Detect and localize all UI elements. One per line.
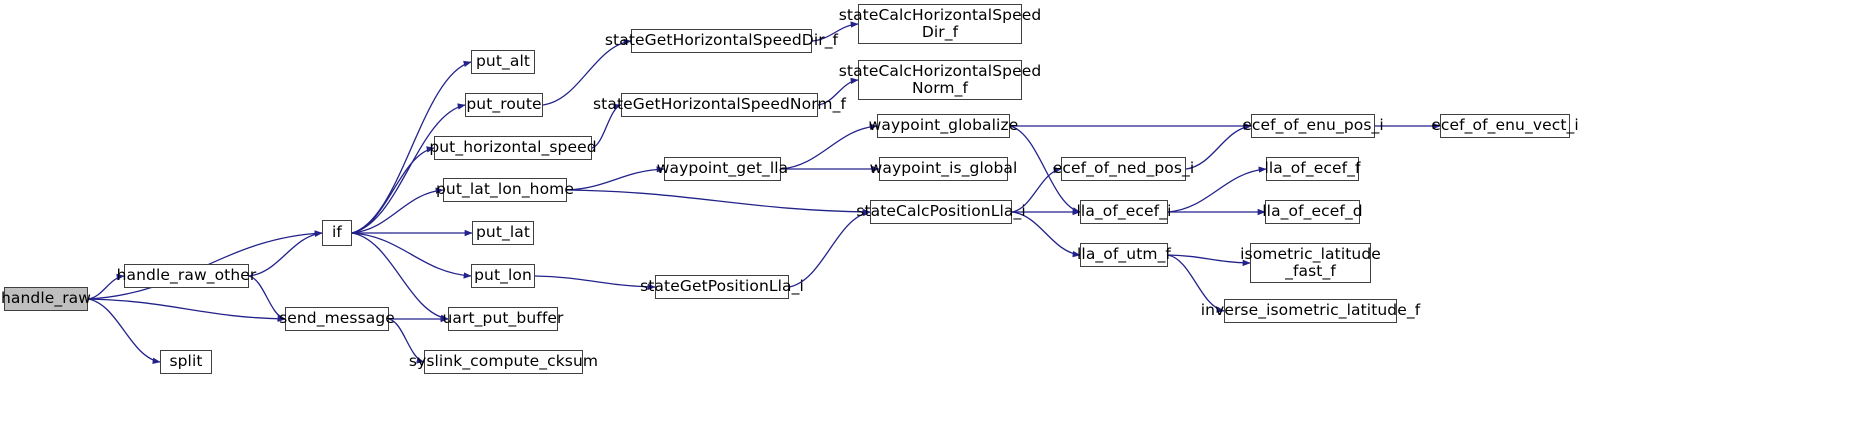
- graph-node-lla_of_ecef_d[interactable]: lla_of_ecef_d: [1262, 200, 1363, 224]
- graph-node-label: stateCalcHorizontalSpeed Dir_f: [838, 5, 1042, 41]
- graph-edge-waypoint_get_lla-to-waypoint_globalize: [780, 123, 878, 170]
- graph-node-label: stateGetHorizontalSpeedNorm_f: [593, 95, 847, 114]
- graph-edge-handle_raw-to-split: [87, 298, 161, 364]
- graph-node-put_lat_lon_home[interactable]: put_lat_lon_home: [436, 178, 574, 202]
- graph-edge-stateGetHorizontalSpeedDir_f-to-stateCalcHorizontalSpeedDir_f: [811, 21, 859, 42]
- graph-node-ecef_of_enu_vect_i[interactable]: ecef_of_enu_vect_i: [1431, 114, 1579, 138]
- graph-node-label: isometric_latitude _fast_f: [1240, 244, 1381, 280]
- graph-edge-waypoint_globalize-to-lla_of_ecef_i: [1009, 125, 1081, 214]
- graph-node-label: if: [332, 223, 342, 242]
- graph-node-label: lla_of_utm_f: [1077, 245, 1171, 264]
- graph-edge-stateCalcPositionLla_i-to-lla_of_utm_f: [1011, 211, 1081, 258]
- graph-node-waypoint_get_lla[interactable]: waypoint_get_lla: [657, 157, 788, 181]
- graph-node-put_horizontal_speed[interactable]: put_horizontal_speed: [429, 136, 597, 160]
- graph-node-put_lon[interactable]: put_lon: [471, 264, 535, 288]
- graph-edge-lla_of_ecef_i-to-lla_of_ecef_f: [1167, 166, 1267, 213]
- graph-node-waypoint_is_global[interactable]: waypoint_is_global: [870, 157, 1017, 181]
- graph-edge-put_lon-to-stateGetPositionLla_i: [534, 275, 656, 291]
- graph-node-handle_raw[interactable]: handle_raw: [1, 287, 91, 311]
- graph-edge-stateGetPositionLla_i-to-stateCalcPositionLla_i: [788, 210, 871, 288]
- graph-node-label: send_message: [279, 309, 395, 328]
- graph-edge-handle_raw-to-handle_raw_other: [87, 273, 125, 300]
- graph-node-label: put_alt: [475, 52, 531, 71]
- graph-edge-stateGetHorizontalSpeedNorm_f-to-stateCalcHorizontalSpeedNorm_f: [817, 77, 859, 106]
- graph-node-label: lla_of_ecef_d: [1262, 202, 1363, 221]
- graph-edge-if-to-put_lat_lon_home: [351, 187, 444, 234]
- graph-node-stateGetHorizontalSpeedNorm_f[interactable]: stateGetHorizontalSpeedNorm_f: [593, 93, 846, 117]
- graph-edge-stateCalcPositionLla_i-to-ecef_of_ned_pos_i: [1011, 167, 1062, 213]
- graph-edge-lla_of_utm_f-to-inverse_isometric_latitude_f: [1167, 254, 1225, 313]
- graph-node-label: put_lon: [474, 266, 532, 285]
- graph-edge-put_route-to-stateGetHorizontalSpeedDir_f: [542, 38, 632, 106]
- graph-node-put_lat[interactable]: put_lat: [472, 221, 534, 245]
- graph-node-label: handle_raw: [0, 289, 92, 308]
- graph-node-stateCalcPositionLla_i[interactable]: stateCalcPositionLla_i: [856, 200, 1026, 224]
- graph-node-label: put_lat_lon_home: [435, 180, 575, 199]
- graph-node-isometric_latitude_fast_f[interactable]: isometric_latitude _fast_f: [1240, 243, 1381, 283]
- graph-node-label: stateCalcHorizontalSpeed Norm_f: [838, 61, 1042, 97]
- graph-edge-if-to-put_lon: [351, 232, 472, 279]
- graph-node-stateGetHorizontalSpeedDir_f[interactable]: stateGetHorizontalSpeedDir_f: [605, 29, 838, 53]
- graph-node-label: put_route: [466, 95, 542, 114]
- graph-edge-if-to-put_horizontal_speed: [351, 146, 435, 234]
- graph-node-stateCalcHorizontalSpeedNorm_f[interactable]: stateCalcHorizontalSpeed Norm_f: [839, 60, 1041, 100]
- graph-edge-handle_raw_other-to-send_message: [248, 275, 286, 321]
- graph-node-lla_of_utm_f[interactable]: lla_of_utm_f: [1077, 243, 1171, 267]
- graph-node-waypoint_globalize[interactable]: waypoint_globalize: [869, 114, 1018, 138]
- graph-node-label: ecef_of_enu_vect_i: [1431, 116, 1579, 135]
- graph-edge-lla_of_utm_f-to-isometric_latitude_fast_f: [1167, 254, 1251, 267]
- graph-edge-put_lat_lon_home-to-stateCalcPositionLla_i: [566, 189, 871, 216]
- graph-edge-send_message-to-syslink_compute_cksum: [388, 318, 425, 364]
- graph-node-if[interactable]: if: [322, 220, 352, 246]
- graph-node-label: ecef_of_ned_pos_i: [1052, 159, 1195, 178]
- graph-node-ecef_of_ned_pos_i[interactable]: ecef_of_ned_pos_i: [1053, 157, 1194, 181]
- graph-node-label: waypoint_is_global: [869, 159, 1018, 178]
- graph-node-label: uart_put_buffer: [442, 309, 564, 328]
- graph-edge-if-to-uart_put_buffer: [351, 232, 449, 321]
- graph-node-label: lla_of_ecef_f: [1264, 159, 1361, 178]
- graph-node-label: syslink_compute_cksum: [408, 352, 599, 371]
- graph-node-label: inverse_isometric_latitude_f: [1200, 301, 1421, 320]
- graph-edge-if-to-put_route: [351, 103, 466, 234]
- graph-edge-put_lat_lon_home-to-waypoint_get_lla: [566, 166, 665, 191]
- graph-edge-handle_raw-to-send_message: [87, 298, 286, 323]
- graph-node-label: put_horizontal_speed: [429, 138, 597, 157]
- graph-node-syslink_compute_cksum[interactable]: syslink_compute_cksum: [409, 350, 598, 374]
- graph-node-label: ecef_of_enu_pos_i: [1242, 116, 1384, 135]
- graph-node-label: handle_raw_other: [116, 266, 257, 285]
- graph-node-handle_raw_other[interactable]: handle_raw_other: [117, 264, 256, 288]
- graph-edge-put_horizontal_speed-to-stateGetHorizontalSpeedNorm_f: [591, 103, 622, 149]
- graph-node-lla_of_ecef_i[interactable]: lla_of_ecef_i: [1077, 200, 1171, 224]
- graph-node-split[interactable]: split: [160, 350, 212, 374]
- graph-node-label: waypoint_get_lla: [656, 159, 789, 178]
- graph-node-label: split: [169, 352, 203, 371]
- graph-node-label: stateGetHorizontalSpeedDir_f: [604, 31, 839, 50]
- graph-node-put_alt[interactable]: put_alt: [471, 50, 535, 74]
- graph-node-uart_put_buffer[interactable]: uart_put_buffer: [443, 307, 563, 331]
- graph-node-send_message[interactable]: send_message: [279, 307, 395, 331]
- graph-node-put_route[interactable]: put_route: [465, 93, 543, 117]
- graph-node-label: stateGetPositionLla_i: [640, 277, 804, 296]
- graph-node-stateGetPositionLla_i[interactable]: stateGetPositionLla_i: [640, 275, 804, 299]
- graph-node-lla_of_ecef_f[interactable]: lla_of_ecef_f: [1264, 157, 1360, 181]
- graph-node-label: stateCalcPositionLla_i: [856, 202, 1026, 221]
- graph-edge-handle_raw_other-to-if: [248, 230, 323, 277]
- graph-node-ecef_of_enu_pos_i[interactable]: ecef_of_enu_pos_i: [1242, 114, 1384, 138]
- graph-node-inverse_isometric_latitude_f[interactable]: inverse_isometric_latitude_f: [1201, 299, 1420, 323]
- graph-edge-ecef_of_ned_pos_i-to-ecef_of_enu_pos_i: [1185, 123, 1252, 170]
- graph-node-label: lla_of_ecef_i: [1076, 202, 1172, 221]
- graph-node-label: waypoint_globalize: [868, 116, 1019, 135]
- graph-node-stateCalcHorizontalSpeedDir_f[interactable]: stateCalcHorizontalSpeed Dir_f: [839, 4, 1041, 44]
- graph-node-label: put_lat: [475, 223, 531, 242]
